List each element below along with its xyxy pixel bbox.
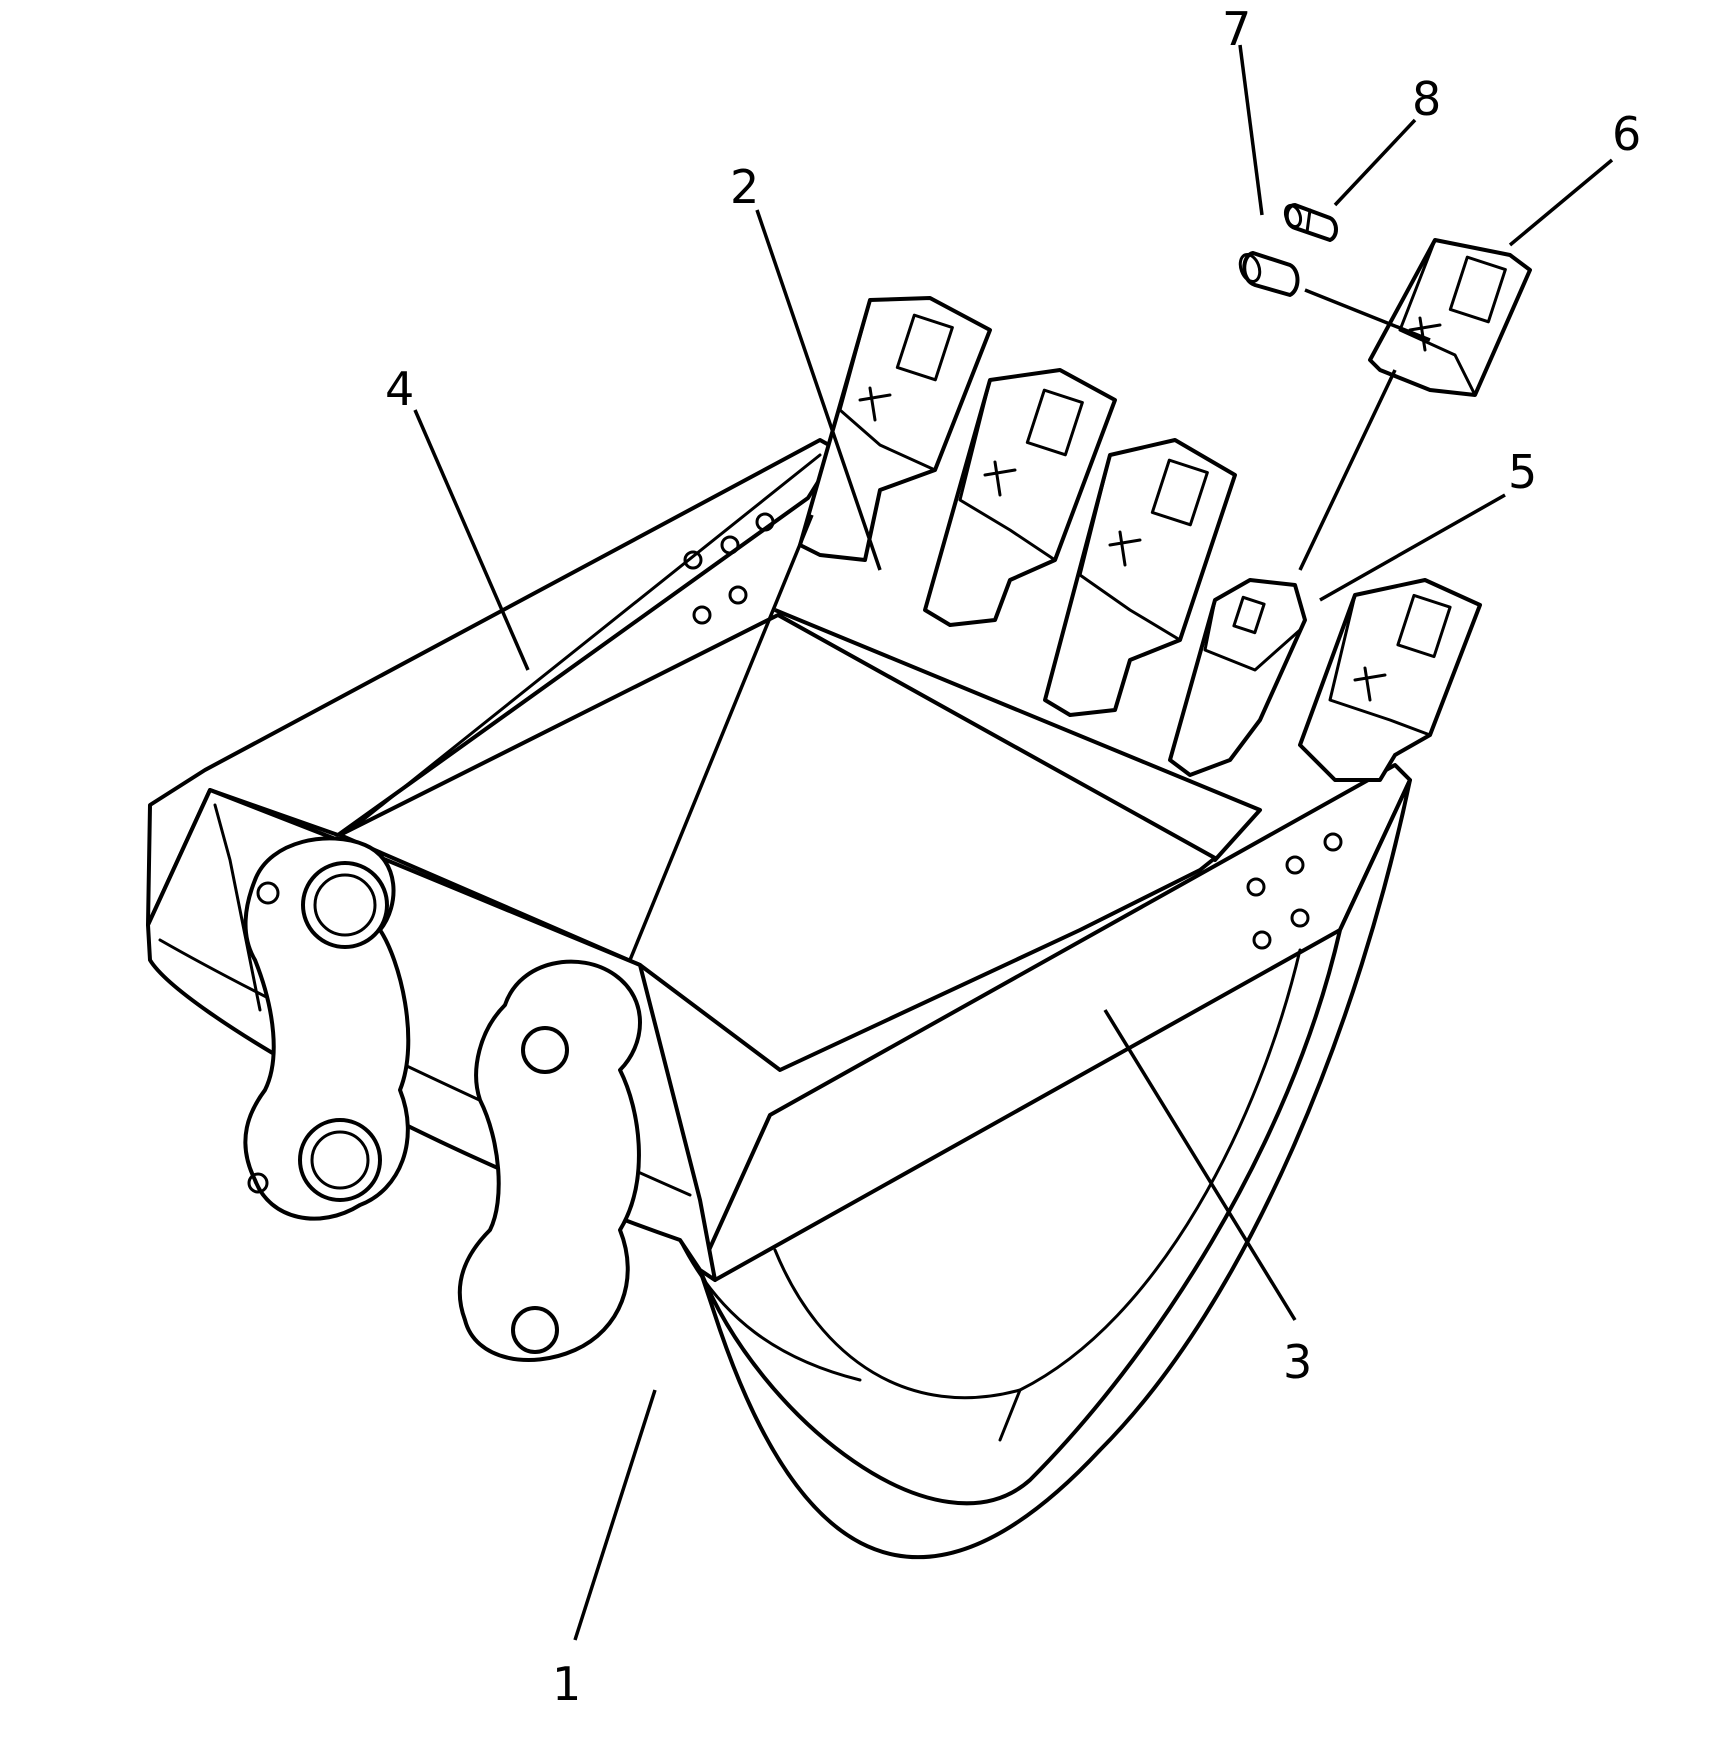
left-plate-bolt-holes — [683, 512, 775, 625]
mounting-bracket-left — [243, 836, 411, 1221]
callout-3: 3 — [1283, 1335, 1312, 1389]
leader-2 — [755, 209, 882, 571]
tooth-1 — [798, 296, 992, 562]
leader-5 — [1319, 493, 1506, 602]
leader-8 — [1333, 118, 1417, 207]
callout-8: 8 — [1412, 72, 1441, 126]
callout-2: 2 — [730, 160, 759, 214]
mounting-bracket-right — [457, 959, 642, 1362]
leader-1 — [573, 1389, 657, 1641]
tooth-3 — [1043, 438, 1237, 717]
leader-lines — [413, 44, 1614, 1641]
right-plate-bolt-holes — [1246, 832, 1343, 950]
callout-4: 4 — [385, 362, 414, 416]
lock-pin — [1238, 251, 1300, 297]
callout-1: 1 — [552, 1657, 581, 1711]
leader-2b — [628, 514, 814, 961]
callout-7: 7 — [1222, 2, 1251, 56]
bucket-floor — [338, 613, 1217, 1072]
leader-3 — [1103, 1009, 1297, 1321]
callout-5: 5 — [1508, 445, 1537, 499]
bucket-curved-shell — [698, 778, 1412, 1559]
leader-7b — [1304, 288, 1431, 342]
tooth-5 — [1298, 578, 1482, 782]
tooth-2 — [923, 368, 1117, 627]
leader-7 — [1238, 44, 1264, 216]
tooth-adapter — [1168, 578, 1307, 777]
callouts: 1 2 3 4 5 6 7 8 — [385, 2, 1641, 1711]
leader-4 — [413, 409, 530, 671]
leader-6 — [1508, 158, 1614, 247]
callout-6: 6 — [1612, 107, 1641, 161]
lock-washer — [1283, 203, 1338, 242]
leader-6b — [1298, 369, 1397, 571]
tooth-point-exploded — [1368, 238, 1532, 397]
bucket-teeth — [798, 203, 1532, 782]
